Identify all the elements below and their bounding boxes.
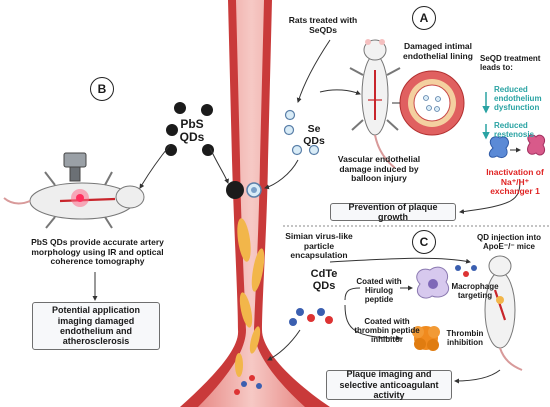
plaque (251, 248, 265, 292)
vessel-cross-section (399, 70, 465, 136)
pbs-qd-in-vessel (226, 181, 244, 199)
panel-b-label: B (90, 77, 114, 101)
reduced-endothelium-label: Reduced endothelium dysfunction (494, 85, 542, 112)
potential-application-box: Potential application imaging damaged en… (32, 302, 160, 350)
arrow-pbs-to-vessel (209, 147, 229, 184)
plaque-imaging-box: Plaque imaging and selective anticoagula… (326, 369, 452, 400)
qd-injection-dots (455, 265, 477, 277)
nhe1-inactivated-icon (527, 134, 546, 156)
coated-thrombin-label: Coated with thrombin peptide inhibitor (354, 317, 420, 344)
plaque (249, 326, 261, 354)
plaque (235, 353, 243, 377)
vascular-damage-label: Vascular endothelial damage induced by b… (337, 154, 421, 184)
coated-hirulog-label: Coated with Hirulog peptide (356, 277, 402, 304)
panel-c-label: C (412, 230, 436, 254)
arrow-rats-to-se (296, 39, 331, 103)
plaque (237, 218, 251, 262)
arrow-simian-to-cdte (329, 257, 471, 264)
cdte-qd-cluster (289, 308, 333, 326)
panel-a-label: A (412, 6, 436, 30)
arrow-pbs-to-mouse (139, 144, 171, 189)
arrow-mouse-to-plaque (454, 369, 501, 384)
artery (180, 0, 330, 407)
macrophage-label: Macrophage targeting (451, 282, 499, 300)
arrow-to-hirulog (344, 287, 361, 301)
arrow-to-prevention (459, 179, 521, 214)
thrombin-icon (412, 326, 440, 351)
plaque (239, 292, 253, 328)
prevention-box: Prevention of plaque growth (330, 202, 456, 222)
se-qds-label: Se QDs (303, 123, 325, 147)
macrophage-icon (416, 266, 450, 299)
pbs-qds-label: PbS QDs (179, 117, 205, 145)
seqd-leads-label: SeQD treatment leads to: (480, 54, 541, 72)
arrow-se-to-vessel (264, 159, 299, 190)
panel-b-graphics (3, 102, 229, 301)
cdte-qds-label: CdTe QDs (310, 268, 338, 293)
panel-c-graphics (267, 255, 523, 384)
mouse-supine-icon (3, 171, 145, 229)
simian-label: Simian virus-like particle encapsulation (285, 231, 353, 261)
damaged-intimal-label: Damaged intimal endothelial lining (403, 41, 473, 61)
rats-treated-label: Rats treated with SeQDs (288, 15, 358, 35)
se-qd-cluster (283, 109, 320, 156)
inactivation-label: Inactivation of Na⁺/H⁺ exchanger 1 (486, 167, 544, 197)
apoe-mouse-icon (484, 255, 523, 371)
imaging-probe-icon (63, 152, 87, 182)
rat-icon (349, 39, 401, 169)
thrombin-inhibition-label: Thrombin inhibition (446, 329, 484, 347)
nhe1-protein-icon (488, 136, 509, 159)
reduced-restenosis-label: Reduced restenosis (494, 121, 535, 139)
artery-lumen (198, 0, 305, 407)
arrow-se-to-rat (319, 89, 361, 95)
arrow-cdte-to-vessel (267, 329, 301, 361)
panel-a-graphics (264, 39, 546, 214)
qd-injection-label: QD injection into ApoE⁻/⁻ mice (477, 233, 541, 251)
accurate-morphology-label: PbS QDs provide accurate artery morpholo… (31, 237, 164, 267)
cdte-qds-in-vessel (234, 375, 262, 395)
arrow-to-thrombin (344, 304, 401, 341)
